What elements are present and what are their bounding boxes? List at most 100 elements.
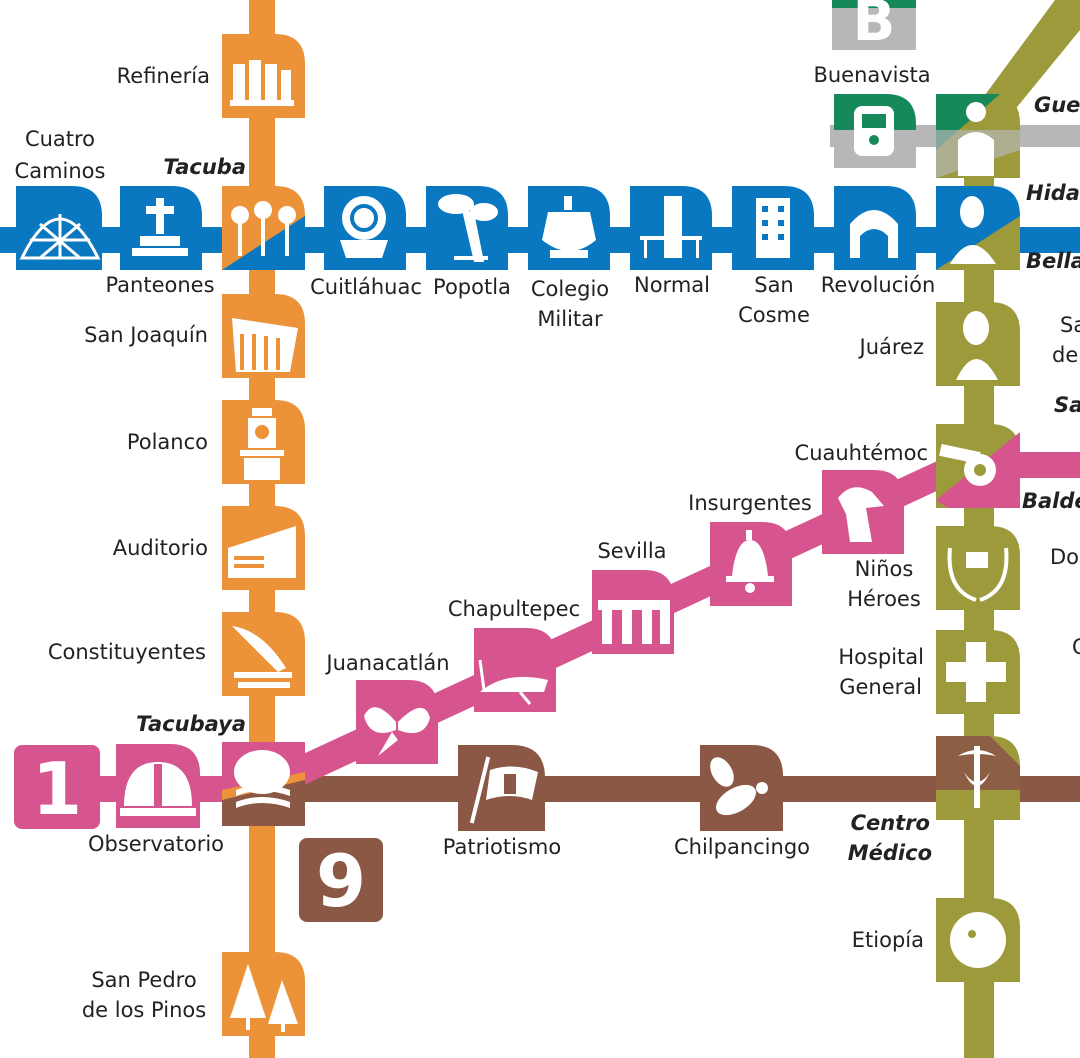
label-tacubaya: Tacubaya <box>136 712 246 736</box>
station-insurgentes[interactable] <box>710 522 792 606</box>
station-hospital-general[interactable] <box>936 630 1020 714</box>
label-san-joaquin: San Joaquín <box>84 323 208 347</box>
tree-icon <box>438 194 498 262</box>
building-icon <box>756 198 790 258</box>
label-chapultepec: Chapultepec <box>448 597 580 621</box>
label-guerrero: Guer <box>1034 93 1080 117</box>
label-hidalgo: Hida <box>1026 181 1080 205</box>
label-buenavista: Buenavista <box>813 63 930 87</box>
clocktower-icon <box>240 408 284 480</box>
station-sevilla[interactable] <box>592 570 674 654</box>
station-hidalgo[interactable] <box>936 186 1020 270</box>
station-juanacatlan[interactable] <box>356 680 438 764</box>
flag-icon <box>469 756 538 824</box>
label-san-juan-1: Sa <box>1060 313 1080 337</box>
label-doctores: Do <box>1050 545 1079 569</box>
caduceus-icon <box>958 746 996 808</box>
quill-icon <box>232 626 292 688</box>
station-observatorio[interactable] <box>116 744 200 828</box>
label-cuatro-caminos-2: Caminos <box>15 159 106 183</box>
line-b-badge[interactable]: B <box>832 0 916 54</box>
station-panteones[interactable] <box>120 186 202 270</box>
station-centro-medico[interactable] <box>936 736 1020 820</box>
station-guerrero[interactable] <box>936 94 1020 178</box>
label-san-cosme-1: San <box>754 273 794 297</box>
station-san-pedro[interactable] <box>222 952 305 1036</box>
station-popotla[interactable] <box>426 186 508 270</box>
station-refineria[interactable] <box>222 34 305 118</box>
label-san-juan-2: de <box>1052 343 1078 367</box>
label-sevilla: Sevilla <box>597 539 666 563</box>
cannon-icon <box>939 443 996 486</box>
lion-icon <box>950 912 1006 968</box>
station-tacuba[interactable] <box>222 186 305 270</box>
butterfly-icon <box>364 707 430 756</box>
label-popotla: Popotla <box>433 275 511 299</box>
label-hospital-general-1: Hospital <box>838 645 924 669</box>
label-patriotismo: Patriotismo <box>443 835 561 859</box>
label-colegio-militar-1: Colegio <box>531 277 609 301</box>
station-san-cosme[interactable] <box>732 186 814 270</box>
refinery-icon <box>230 60 294 106</box>
station-juarez[interactable] <box>936 302 1020 386</box>
label-hospital-general-2: General <box>839 675 922 699</box>
observatory-icon <box>120 762 196 816</box>
label-observatorio: Observatorio <box>88 832 224 856</box>
train-icon <box>854 106 894 156</box>
station-auditorio[interactable] <box>222 506 305 590</box>
label-san-pedro-1: San Pedro <box>91 968 196 992</box>
label-polanco: Polanco <box>127 430 208 454</box>
label-balderas: Balde <box>1022 489 1080 513</box>
label-insurgentes: Insurgentes <box>688 491 812 515</box>
guerrero-statue-icon <box>958 102 994 176</box>
station-balderas[interactable] <box>936 424 1020 508</box>
station-cuitlahuac[interactable] <box>324 186 406 270</box>
label-cuauhtemoc: Cuauhtémoc <box>795 441 928 465</box>
station-normal[interactable] <box>630 186 712 270</box>
station-doctores[interactable] <box>936 526 1020 610</box>
line-1-badge[interactable]: 1 <box>14 745 100 831</box>
svg-text:1: 1 <box>32 747 82 831</box>
station-tacubaya[interactable] <box>222 742 305 826</box>
label-juanacatlan: Juanacatlán <box>324 651 449 675</box>
bell-icon <box>726 530 774 593</box>
eagle-icon <box>838 487 884 542</box>
laurel-icon <box>947 547 1009 602</box>
station-polanco[interactable] <box>222 400 305 484</box>
station-ninos-heroes[interactable] <box>822 470 904 554</box>
label-san-pedro-2: de los Pinos <box>82 998 206 1022</box>
label-centro-medico-2: Médico <box>848 841 932 865</box>
label-tacuba: Tacuba <box>163 155 246 179</box>
label-auditorio: Auditorio <box>113 536 208 560</box>
label-chilpancingo: Chilpancingo <box>674 835 810 859</box>
monument-icon <box>542 196 596 258</box>
station-revolucion[interactable] <box>834 186 916 270</box>
station-chapultepec[interactable] <box>474 628 556 712</box>
label-bellas-artes: Bella <box>1026 249 1080 273</box>
bee-icon <box>710 757 768 816</box>
revolution-monument-icon <box>850 210 898 258</box>
label-ninos-heroes-1: Niños <box>855 557 914 581</box>
medical-cross-icon <box>946 642 1006 702</box>
glyph-icon <box>340 196 388 258</box>
label-normal: Normal <box>634 273 710 297</box>
label-cuitlahuac: Cuitláhuac <box>310 275 422 299</box>
station-patriotismo[interactable] <box>458 745 545 831</box>
bridge-icon <box>232 318 298 372</box>
station-san-joaquin[interactable] <box>222 294 305 378</box>
tower-icon <box>640 196 702 258</box>
station-chilpancingo[interactable] <box>700 745 783 831</box>
station-colegio-militar[interactable] <box>528 186 610 270</box>
auditorium-icon <box>228 526 296 578</box>
dome-icon <box>19 214 101 260</box>
station-buenavista[interactable] <box>834 94 916 168</box>
label-refineria: Refinería <box>117 64 210 88</box>
line-9-badge[interactable]: 9 <box>299 838 383 923</box>
flowers-icon <box>231 201 296 256</box>
label-ninos-heroes-2: Héroes <box>847 587 921 611</box>
station-constituyentes[interactable] <box>222 612 305 696</box>
station-cuatro-caminos[interactable] <box>16 186 102 270</box>
label-san-cosme-2: Cosme <box>738 303 810 327</box>
station-etiopia[interactable] <box>936 898 1020 982</box>
